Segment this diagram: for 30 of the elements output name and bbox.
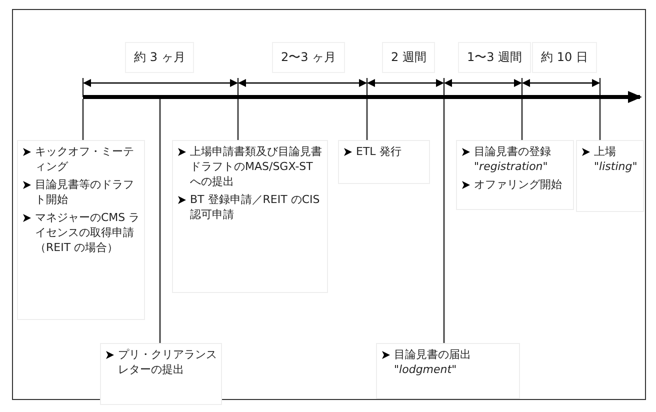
event-box	[100, 343, 222, 405]
event-text: キックオフ・ミーティング	[35, 145, 134, 173]
event-box	[376, 343, 520, 399]
event-text: ETL 発行	[356, 145, 402, 158]
leader-line	[82, 99, 84, 140]
duration-label: 約 10 日	[532, 42, 597, 73]
leader-line	[443, 99, 445, 343]
duration-label: 2 週間	[382, 42, 436, 73]
leader-line	[599, 99, 601, 140]
event-text: プリ・クリアランスレターの提出	[118, 348, 217, 376]
event-text: 目論見書の届出 "lodgment"	[394, 348, 471, 376]
event-text: 上場申請書類及び目論見書ドラフトのMAS/SGX-ST への提出	[190, 145, 322, 188]
leader-line	[521, 99, 523, 140]
leader-line	[159, 99, 161, 343]
duration-label: 1〜3 週間	[458, 42, 532, 73]
leader-line	[237, 99, 239, 140]
event-box	[172, 140, 328, 293]
event-text: 目論見書等のドラフト開始	[35, 178, 134, 206]
event-box	[576, 140, 644, 212]
leader-line	[366, 99, 368, 140]
duration-label: 約 3 ヶ月	[125, 42, 194, 73]
event-box	[456, 140, 574, 210]
event-box	[17, 140, 145, 320]
event-text: BT 登録申請／REIT のCIS 認可申請	[190, 193, 320, 221]
event-box	[338, 140, 430, 184]
event-text: 目論見書の登録 "registration"	[474, 145, 551, 173]
event-text: 上場 "listing"	[594, 145, 638, 173]
duration-label: 2〜3 ヶ月	[272, 42, 346, 73]
event-text: マネジャーのCMS ライセンスの取得申請（REIT の場合）	[35, 211, 140, 254]
event-text: オファリング開始	[474, 178, 562, 191]
